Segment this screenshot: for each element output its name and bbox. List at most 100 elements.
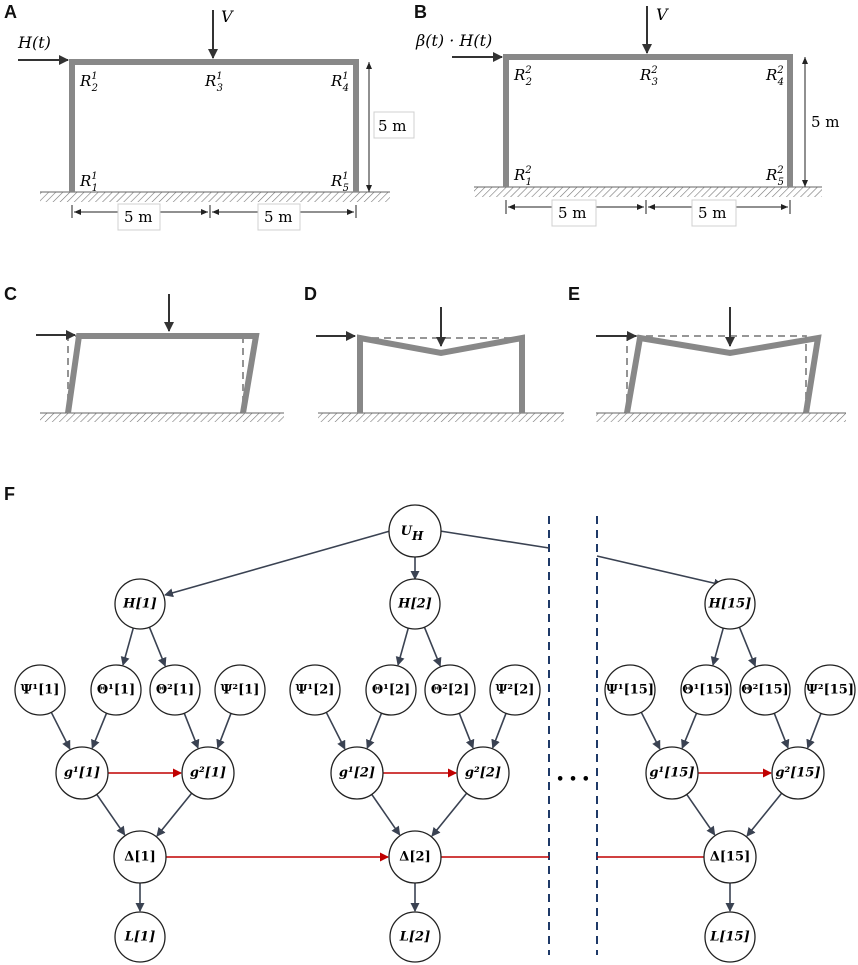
node-g2-1: g²[1] (181, 746, 235, 800)
node-h-2: H[2] (389, 578, 441, 630)
span-right-label: 5 m (698, 204, 727, 222)
edge-g2-to-delta (156, 792, 193, 837)
panel-d: D (304, 284, 564, 422)
undeformed-frame (67, 335, 244, 413)
edge-h-to-theta1 (710, 627, 725, 666)
edge-psi2-to-g2 (216, 713, 232, 749)
panel-b-label: B (414, 2, 427, 22)
horizontal-load-label: H(t) (17, 33, 51, 52)
svg-text:Θ¹[2]: Θ¹[2] (372, 683, 410, 698)
edge-h-to-theta2 (423, 626, 442, 667)
svg-text:Δ[1]: Δ[1] (124, 850, 155, 865)
svg-text:Ψ²[2]: Ψ²[2] (496, 683, 535, 698)
ground-hatch (40, 413, 284, 422)
horizontal-load-label: β(t) · H(t) (415, 31, 492, 50)
ground-hatch (474, 187, 822, 197)
node-psi2-15: Ψ²[15] (804, 664, 856, 716)
node-psi1-1: Ψ¹[1] (14, 664, 66, 716)
svg-text:H[1]: H[1] (122, 597, 157, 612)
ellipsis: • • • (556, 772, 590, 787)
svg-text:Ψ¹[2]: Ψ¹[2] (296, 683, 335, 698)
svg-text:Θ²[2]: Θ²[2] (431, 683, 469, 698)
node-psi1-15: Ψ¹[15] (604, 664, 656, 716)
portal-frame (503, 54, 793, 187)
panel-d-label: D (304, 284, 317, 304)
node-g1-2: g¹[2] (330, 746, 384, 800)
edge-h-to-theta2 (148, 626, 167, 667)
edge-h-to-theta2 (738, 626, 757, 667)
ground-hatch (318, 413, 564, 422)
group-nodes: H[1]Ψ¹[1]Θ¹[1]Θ²[1]Ψ²[1]g¹[1]g²[1]Δ[1]L[… (14, 578, 856, 963)
svg-text:g¹[1]: g¹[1] (64, 766, 100, 781)
edge-g1-to-delta (96, 793, 126, 836)
deformed-frame (357, 334, 525, 413)
ground-hatch (40, 192, 390, 202)
panel-c-label: C (4, 284, 17, 304)
portal-frame (69, 59, 359, 192)
svg-text:UH: UH (401, 524, 424, 544)
svg-text:L[2]: L[2] (399, 930, 431, 945)
edge-theta2-to-g2 (773, 712, 790, 749)
svg-text:Ψ¹[15]: Ψ¹[15] (606, 683, 654, 698)
node-psi2-2: Ψ²[2] (489, 664, 541, 716)
node-g1-15: g¹[15] (645, 746, 699, 800)
svg-text:Θ¹[15]: Θ¹[15] (682, 683, 729, 698)
node-l-2: L[2] (389, 911, 441, 963)
node-l-15: L[15] (704, 911, 756, 963)
span-left-label: 5 m (558, 204, 587, 222)
edge-psi2-to-g2 (491, 713, 507, 749)
panel-a-label: A (4, 2, 17, 22)
node-g2-2: g²[2] (456, 746, 510, 800)
node-h-15: H[15] (704, 578, 756, 630)
svg-text:g¹[2]: g¹[2] (339, 766, 375, 781)
node-h-1: H[1] (114, 578, 166, 630)
svg-text:g¹[15]: g¹[15] (649, 766, 694, 781)
height-label: 5 m (811, 113, 840, 131)
edge-psi2-to-g2 (806, 713, 822, 749)
svg-text:g²[15]: g²[15] (775, 766, 820, 781)
panel-e-label: E (568, 284, 580, 304)
undeformed-frame (626, 335, 807, 413)
ground-hatch (596, 413, 846, 422)
svg-text:Θ²[15]: Θ²[15] (741, 683, 788, 698)
svg-text:H[15]: H[15] (708, 597, 752, 612)
svg-text:Θ¹[1]: Θ¹[1] (97, 683, 135, 698)
edge-theta2-to-g2 (183, 712, 200, 749)
svg-text:g²[2]: g²[2] (465, 766, 501, 781)
node-uh: UH (388, 504, 442, 558)
edge-psi1-to-g1 (325, 711, 346, 750)
vertical-load-label: V (221, 7, 234, 26)
vertical-load-label: V (656, 5, 669, 24)
deformed-frame (624, 334, 822, 414)
edge-g1-to-delta (686, 793, 716, 836)
svg-text:Ψ¹[1]: Ψ¹[1] (21, 683, 60, 698)
node-psi2-1: Ψ²[1] (214, 664, 266, 716)
edge-h-to-theta1 (120, 627, 135, 666)
node-delta-1: Δ[1] (113, 830, 167, 884)
root-edges (164, 530, 723, 598)
node-theta1-1: Θ¹[1] (90, 664, 142, 716)
height-label: 5 m (378, 117, 407, 135)
panel-c: C (4, 284, 284, 422)
edge-theta1-to-g1 (91, 712, 108, 749)
span-left-label: 5 m (124, 208, 153, 226)
edge-g2-to-delta (431, 792, 468, 837)
panel-e: E (568, 284, 846, 422)
edge-h-to-theta1 (395, 627, 410, 666)
node-theta1-15: Θ¹[15] (680, 664, 732, 716)
svg-text:Δ[2]: Δ[2] (399, 850, 430, 865)
edge-g2-to-delta (746, 792, 783, 837)
edge-theta2-to-g2 (458, 712, 475, 749)
